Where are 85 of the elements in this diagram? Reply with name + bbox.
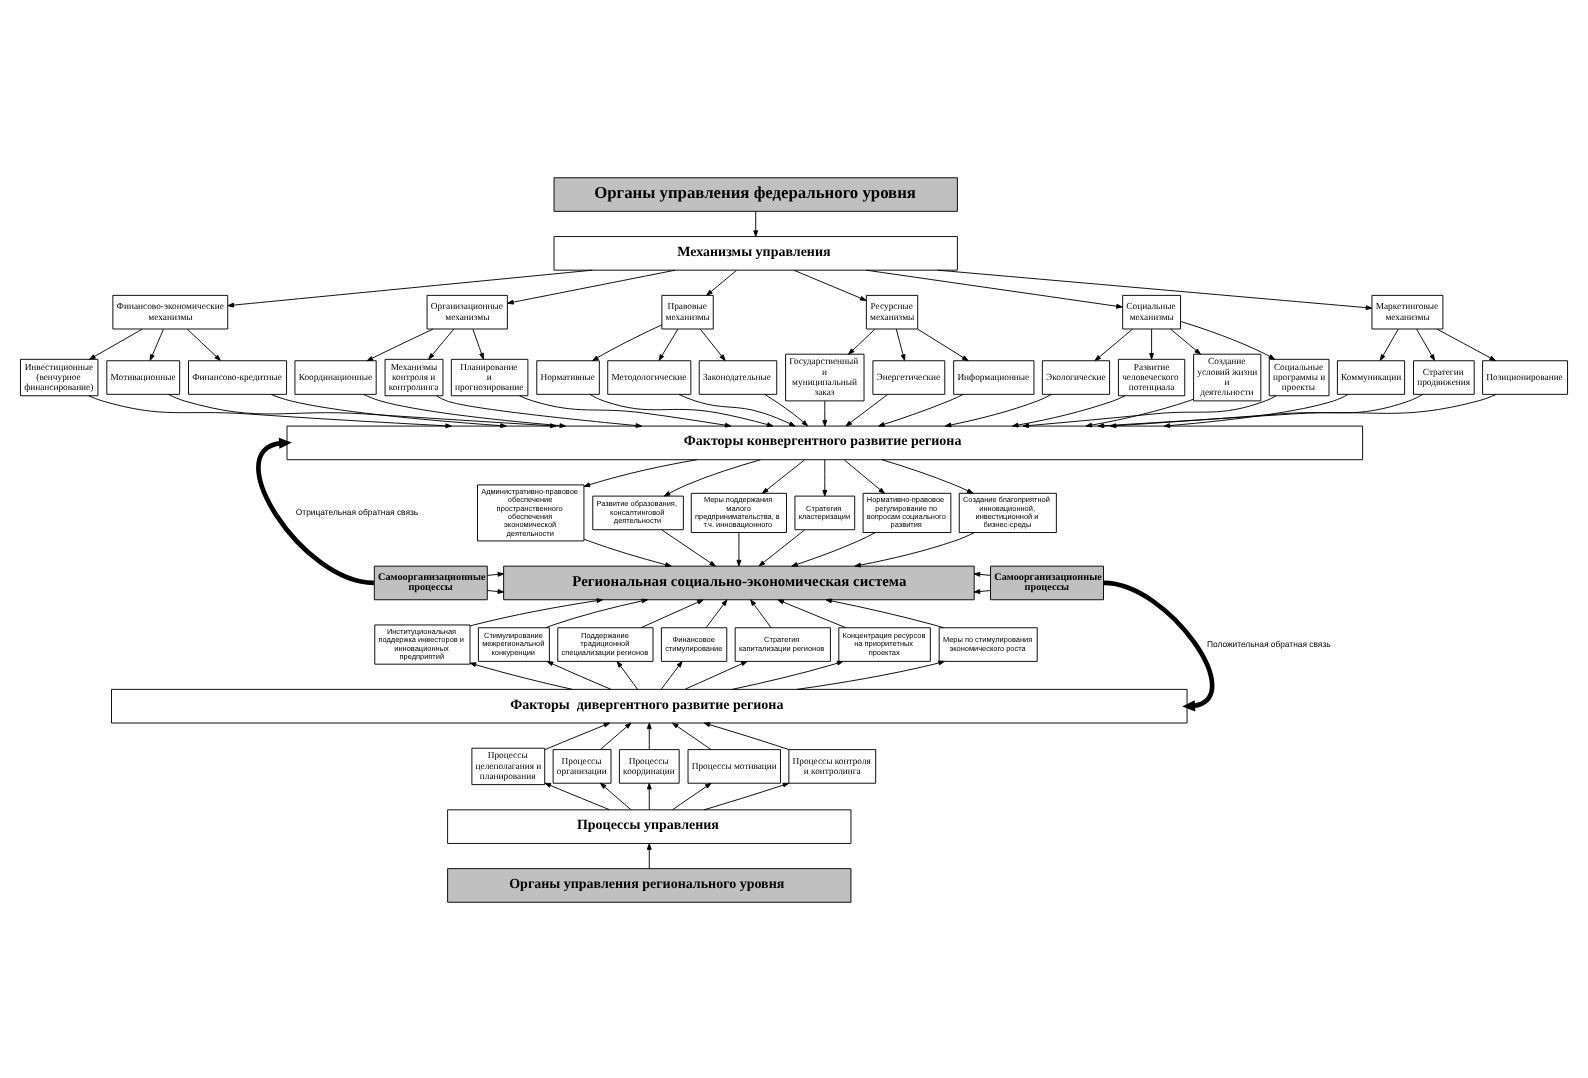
- arrow: [658, 327, 679, 360]
- arrow: [758, 528, 805, 566]
- arrow: [544, 781, 611, 810]
- arrow: [1163, 392, 1349, 427]
- arrow: [186, 327, 221, 360]
- arrow: [865, 268, 1123, 308]
- arrow: [149, 327, 164, 360]
- arrow: [89, 327, 143, 359]
- arrow: [796, 659, 945, 689]
- arrow: [822, 399, 828, 426]
- arrow: [661, 528, 716, 566]
- arrow: [944, 393, 1052, 427]
- arrow: [486, 588, 505, 593]
- arrow: [88, 394, 452, 428]
- arrow: [973, 570, 991, 576]
- arrow: [1379, 327, 1399, 360]
- arrow: [1149, 327, 1155, 359]
- arrow: [1170, 327, 1201, 354]
- arrow: [845, 393, 889, 426]
- arrow: [472, 327, 484, 359]
- arrow: [777, 598, 847, 628]
- arrow: [753, 210, 759, 236]
- arrow: [764, 392, 809, 426]
- arrow: [703, 781, 790, 810]
- arrow: [881, 458, 974, 493]
- arrow: [428, 327, 455, 359]
- arrow: [256, 436, 375, 585]
- arrow: [937, 268, 1373, 310]
- arrow: [822, 458, 828, 496]
- arrow: [1094, 327, 1133, 361]
- arrow: [366, 327, 434, 361]
- arrow: [750, 598, 772, 628]
- arrow: [917, 327, 969, 361]
- arrow: [1022, 394, 1277, 427]
- arrow: [592, 323, 663, 361]
- arrow: [793, 268, 867, 300]
- arrow: [699, 327, 726, 360]
- arrow: [546, 660, 612, 689]
- arrow: [791, 531, 876, 566]
- arrow: [672, 721, 712, 749]
- arrow: [736, 531, 742, 566]
- arrow: [843, 458, 885, 493]
- arrow: [599, 721, 632, 749]
- arrow: [706, 269, 737, 295]
- arrow: [878, 392, 964, 426]
- arrow: [1416, 327, 1435, 360]
- arrow: [973, 588, 991, 593]
- arrow: [663, 458, 761, 496]
- arrow: [660, 660, 683, 689]
- arrow: [1109, 392, 1424, 428]
- arrow: [895, 327, 906, 360]
- arrow: [616, 660, 638, 689]
- arrow: [1180, 320, 1276, 359]
- arrow: [672, 781, 712, 810]
- arrow: [825, 597, 944, 628]
- arrow: [583, 458, 698, 487]
- arrow: [270, 393, 507, 428]
- arrow: [646, 721, 652, 749]
- arrow: [678, 392, 796, 426]
- arrow: [1085, 397, 1194, 427]
- arrow: [762, 458, 805, 493]
- arrow: [640, 598, 704, 628]
- arrow: [469, 597, 604, 626]
- arrow: [507, 268, 676, 304]
- arrow: [848, 327, 876, 354]
- arrow: [227, 268, 593, 307]
- arrow: [703, 721, 790, 750]
- arrow: [1436, 327, 1496, 361]
- arrow: [589, 392, 774, 426]
- arrow: [1097, 393, 1497, 428]
- arrow: [544, 721, 611, 750]
- arrow: [705, 598, 728, 628]
- node-box: Региональная социально-экономическая система: [503, 564, 975, 600]
- arrow: [599, 781, 632, 810]
- arrow: [854, 531, 975, 567]
- arrow: [545, 597, 648, 628]
- arrow: [646, 781, 652, 810]
- arrow: [731, 659, 844, 689]
- arrow: [1011, 394, 1126, 427]
- arrow: [1103, 579, 1215, 711]
- node-box: Органы управления федерального уровня: [553, 176, 958, 211]
- arrow: [684, 660, 748, 689]
- arrow: [646, 842, 652, 868]
- arrow: [469, 661, 573, 689]
- arrow: [486, 570, 505, 576]
